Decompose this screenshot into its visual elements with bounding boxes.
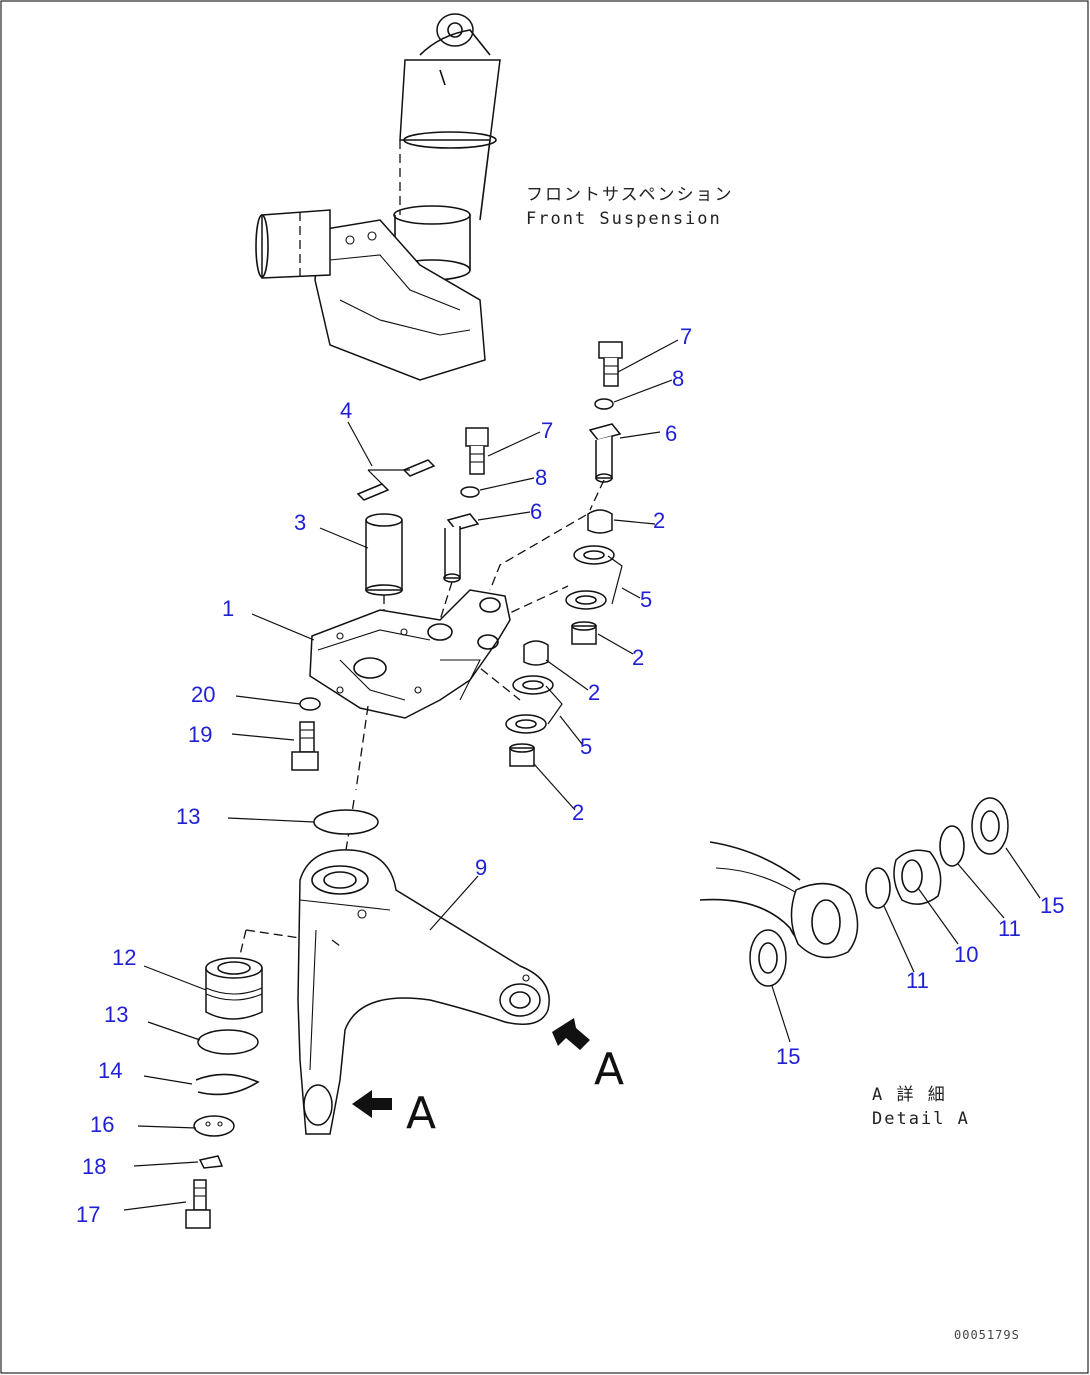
callout-12: 12 [112,945,137,970]
callout-20: 20 [191,682,216,707]
view-a-label-left: A [406,1088,437,1139]
front-suspension-jp-label: フロントサスペンション [526,185,734,205]
callout-4: 4 [340,398,353,423]
detail-a-label: Detail A [872,1109,970,1129]
drawing-code: 0005179S [954,1328,1020,1342]
callout-2-c: 2 [588,680,601,705]
bracket-illustration [309,589,511,851]
callout-13-b: 13 [104,1002,129,1027]
view-a-label-right: A [594,1044,625,1095]
front-suspension-label: Front Suspension [526,209,722,229]
callout-1: 1 [222,596,235,621]
callout-3: 3 [294,510,307,535]
callout-16: 16 [90,1112,115,1137]
callout-10: 10 [954,942,979,967]
callout-6-a: 6 [665,421,678,446]
callout-7-a: 7 [680,324,693,349]
callout-9: 9 [475,855,488,880]
upper-fasteners [356,341,623,767]
callout-2-a: 2 [653,508,666,533]
callout-17: 17 [76,1202,101,1227]
callout-18: 18 [82,1154,107,1179]
callout-11-b: 11 [998,916,1021,941]
callout-14: 14 [98,1058,123,1083]
callout-8-a: 8 [672,366,685,391]
callout-2-d: 2 [572,800,585,825]
lower-fasteners [185,957,263,1229]
bolt-19-illustration [291,697,321,771]
callout-5-a: 5 [640,587,653,612]
o-ring-13-upper [313,809,379,835]
callout-5-b: 5 [580,734,593,759]
front-suspension-illustration [255,13,501,381]
callout-7-b: 7 [541,418,554,443]
arm-illustration [239,849,590,1135]
leader-lines [123,339,1041,1211]
callout-13-a: 13 [176,804,201,829]
callout-15-b: 15 [776,1044,801,1069]
callout-2-b: 2 [632,645,645,670]
callout-11-a: 11 [906,968,929,993]
callout-19: 19 [188,722,213,747]
callout-8-b: 8 [535,465,548,490]
detail-a-jp-label: A 詳 細 [872,1085,947,1105]
callout-15-a: 15 [1040,893,1065,918]
callout-6-b: 6 [530,499,543,524]
detail-a-illustration [699,797,1009,987]
